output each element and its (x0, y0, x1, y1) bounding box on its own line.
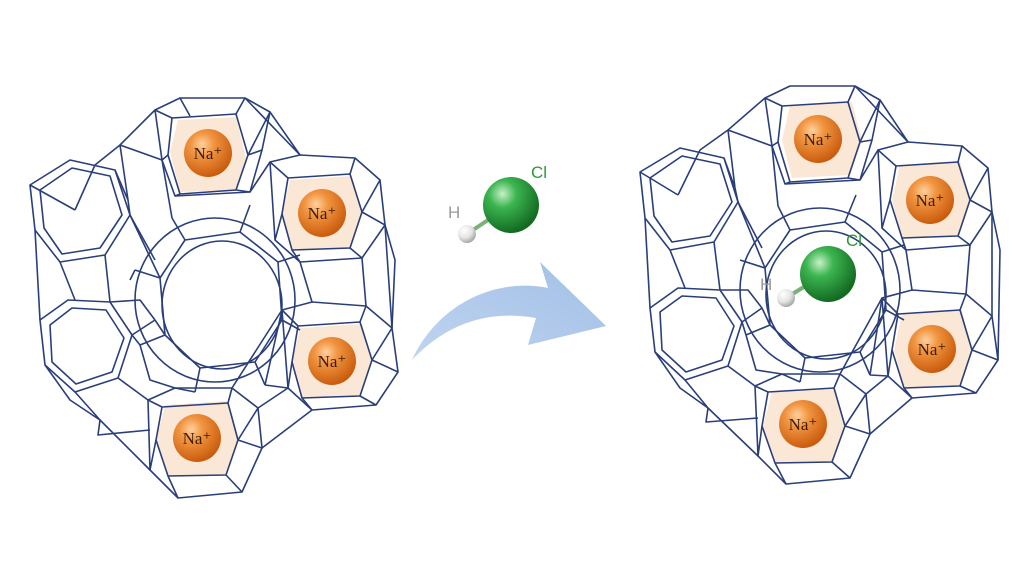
sodium-atom: Na⁺ (173, 414, 221, 462)
hydrogen-label: H (760, 275, 772, 294)
sodium-label: Na⁺ (194, 144, 223, 163)
sodium-atom: Na⁺ (794, 115, 842, 163)
sodium-atom: Na⁺ (908, 325, 956, 373)
chlorine-label: Cl (531, 163, 547, 182)
hydrogen-atom (458, 225, 476, 243)
sodium-label: Na⁺ (918, 340, 947, 359)
hydrogen-label: H (448, 203, 460, 222)
sodium-label: Na⁺ (916, 191, 945, 210)
sodium-label: Na⁺ (789, 415, 818, 434)
sodium-label: Na⁺ (804, 130, 833, 149)
adsorbed-hcl-molecule: H Cl (760, 231, 862, 307)
hcl-molecule: H Cl (448, 163, 547, 243)
curved-arrow-icon (412, 262, 606, 360)
sodium-atom: Na⁺ (906, 176, 954, 224)
hydrogen-atom (777, 289, 795, 307)
sodium-atom: Na⁺ (184, 129, 232, 177)
left-sodium-cations: Na⁺ Na⁺ Na⁺ Na⁺ (173, 129, 356, 462)
sodium-label: Na⁺ (318, 352, 347, 371)
chlorine-atom (800, 246, 856, 302)
sodium-label: Na⁺ (183, 429, 212, 448)
right-sodium-cations: Na⁺ Na⁺ Na⁺ Na⁺ (779, 115, 956, 448)
sodium-label: Na⁺ (308, 204, 337, 223)
sodium-atom: Na⁺ (779, 400, 827, 448)
chlorine-label: Cl (846, 231, 862, 250)
chlorine-atom (483, 177, 539, 233)
sodium-atom: Na⁺ (308, 337, 356, 385)
sodium-atom: Na⁺ (298, 189, 346, 237)
